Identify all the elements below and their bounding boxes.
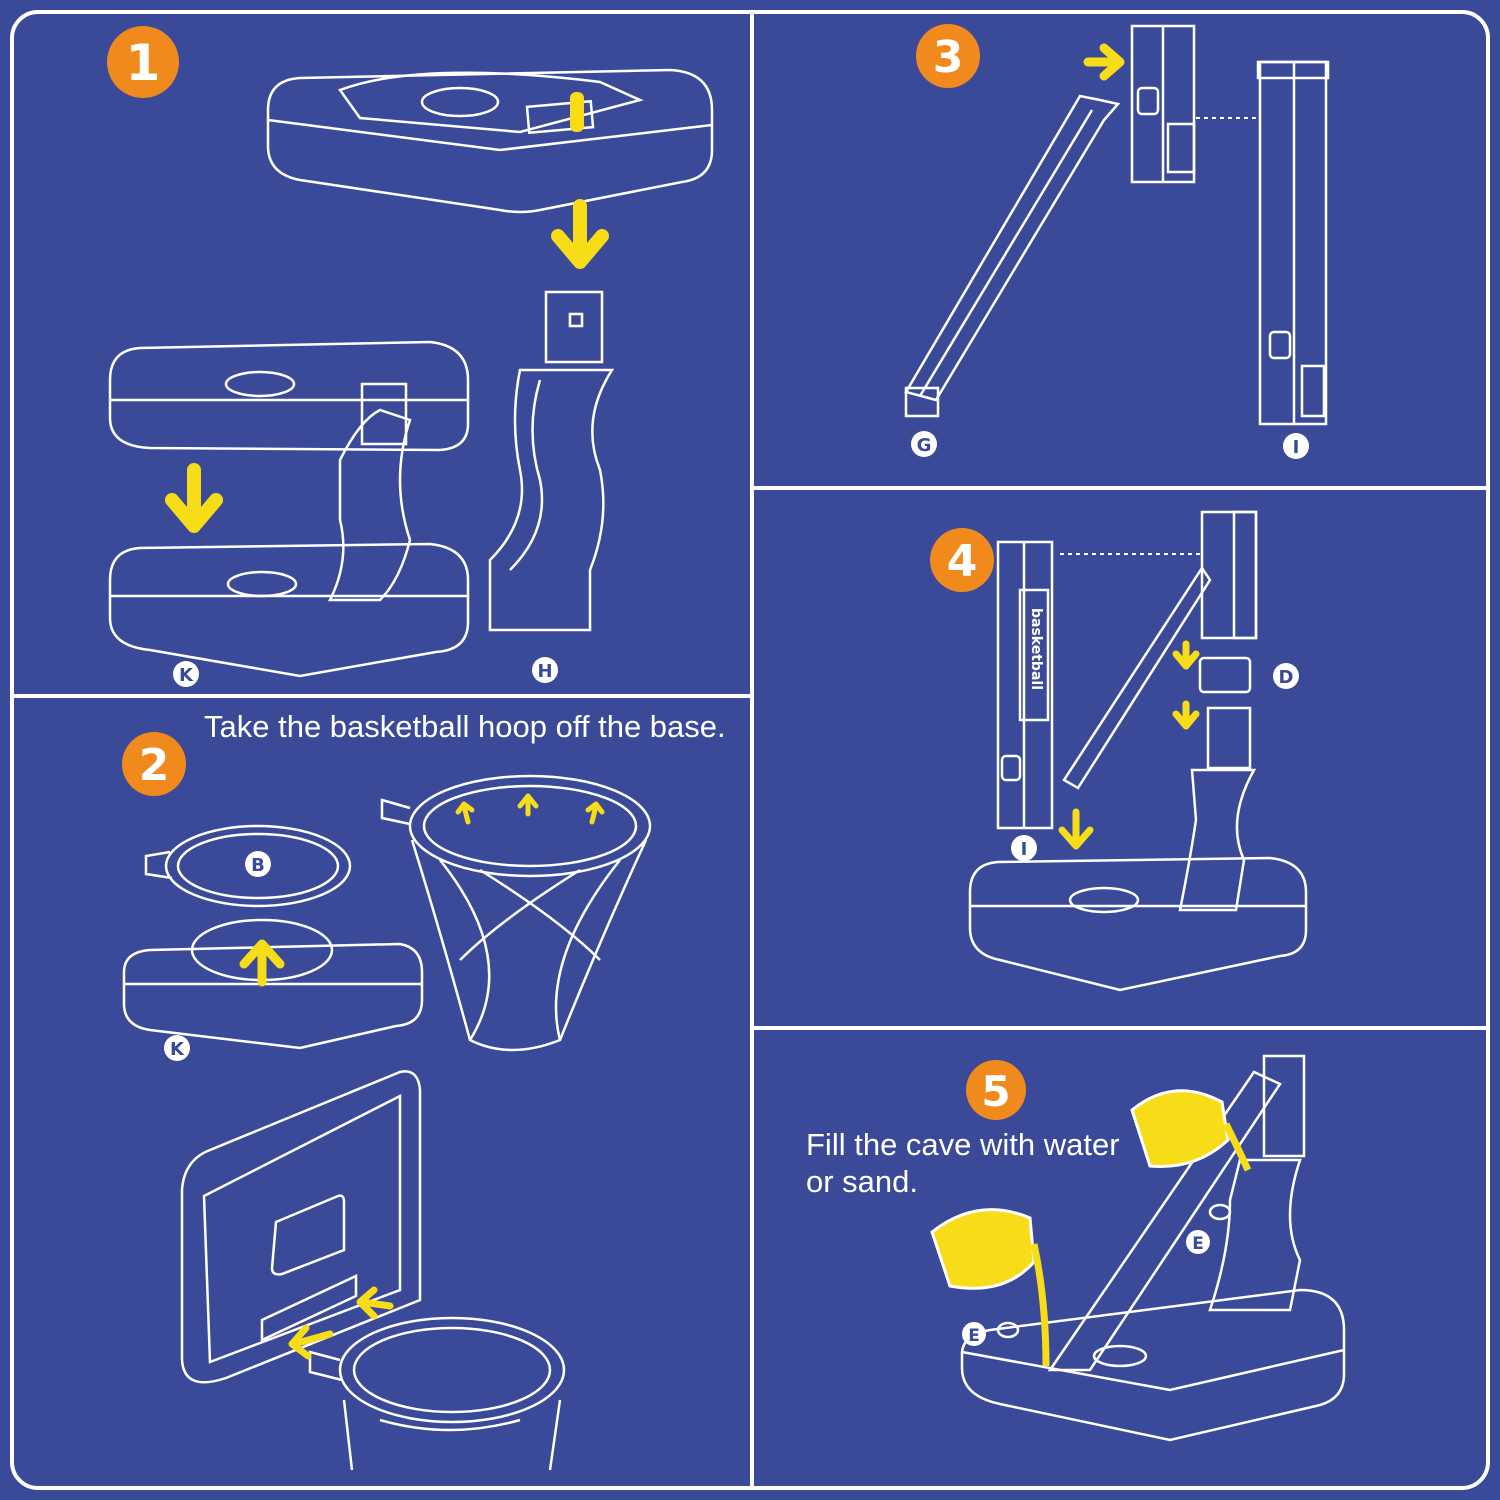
step-number-2: 2 <box>139 740 170 791</box>
pole-text: basketball <box>1028 608 1044 690</box>
full-base-illustration <box>960 1054 1346 1442</box>
base-top-illustration <box>266 68 714 214</box>
part-label-b: B <box>245 851 271 877</box>
arrow-up-icon <box>239 939 285 987</box>
slot-marker <box>570 92 584 132</box>
net-pull-arrows <box>455 793 605 825</box>
part-label-e2: E <box>962 1322 986 1346</box>
panel-step-2: 2 B K <box>122 732 652 1471</box>
pitcher-icon <box>1130 1089 1252 1172</box>
assembly-illustration <box>968 510 1308 992</box>
pole-g-illustration <box>904 24 1196 418</box>
step-number-3: 3 <box>933 32 964 83</box>
attach-arrows <box>288 1286 394 1360</box>
svg-text:I: I <box>1021 839 1028 860</box>
base-k-illustration <box>108 340 470 678</box>
assembly-arrows <box>1058 640 1200 850</box>
pole-i-illustration <box>1256 60 1330 426</box>
panel-step-5: 5 E E <box>930 1054 1346 1442</box>
step-badge-5: 5 <box>966 1060 1026 1120</box>
step-badge-2: 2 <box>122 732 186 796</box>
net-illustration <box>380 774 652 1052</box>
part-label-i: I <box>1283 433 1309 459</box>
part-label-g: G <box>911 431 937 457</box>
svg-text:B: B <box>251 855 265 876</box>
svg-text:K: K <box>179 665 194 686</box>
part-label-d: D <box>1273 663 1299 689</box>
hoop-attach-illustration <box>308 1316 566 1471</box>
backboard-illustration <box>180 1070 422 1384</box>
svg-text:I: I <box>1293 437 1300 458</box>
svg-text:E: E <box>968 1326 980 1346</box>
panel-step-4: 4 basketball D <box>930 510 1308 992</box>
part-label-e: E <box>1186 1230 1210 1254</box>
svg-text:E: E <box>1192 1234 1204 1254</box>
step-number-1: 1 <box>126 34 161 92</box>
step-5-caption: Fill the cave with water or sand. <box>806 1127 1120 1199</box>
rim-b-illustration <box>144 824 352 908</box>
part-label-i2: I <box>1011 835 1037 861</box>
pitcher-icon <box>930 1208 1050 1367</box>
panel-step-1: 1 K <box>107 26 714 687</box>
step-2-caption: Take the basketball hoop off the base. <box>204 709 726 744</box>
pole-basketball-illustration <box>996 540 1054 830</box>
step-badge-3: 3 <box>916 24 980 88</box>
part-label-k: K <box>173 661 199 687</box>
svg-text:G: G <box>917 435 932 456</box>
pole-h-illustration <box>488 290 615 632</box>
svg-text:D: D <box>1279 667 1294 688</box>
panel-step-3: 3 G I <box>904 24 1330 459</box>
arrow-down-icon <box>558 206 602 262</box>
svg-text:H: H <box>537 661 552 682</box>
arrow-right-icon <box>1083 43 1125 81</box>
panel-frames <box>10 10 1490 1490</box>
base-k2-illustration <box>122 918 424 1050</box>
step-number-4: 4 <box>947 536 978 587</box>
part-label-k2: K <box>164 1035 190 1061</box>
part-label-h: H <box>532 657 558 683</box>
step-badge-4: 4 <box>930 528 994 592</box>
step-badge-1: 1 <box>107 26 179 98</box>
svg-text:K: K <box>170 1039 185 1060</box>
step-number-5: 5 <box>981 1067 1010 1116</box>
arrow-down-icon <box>172 470 216 526</box>
